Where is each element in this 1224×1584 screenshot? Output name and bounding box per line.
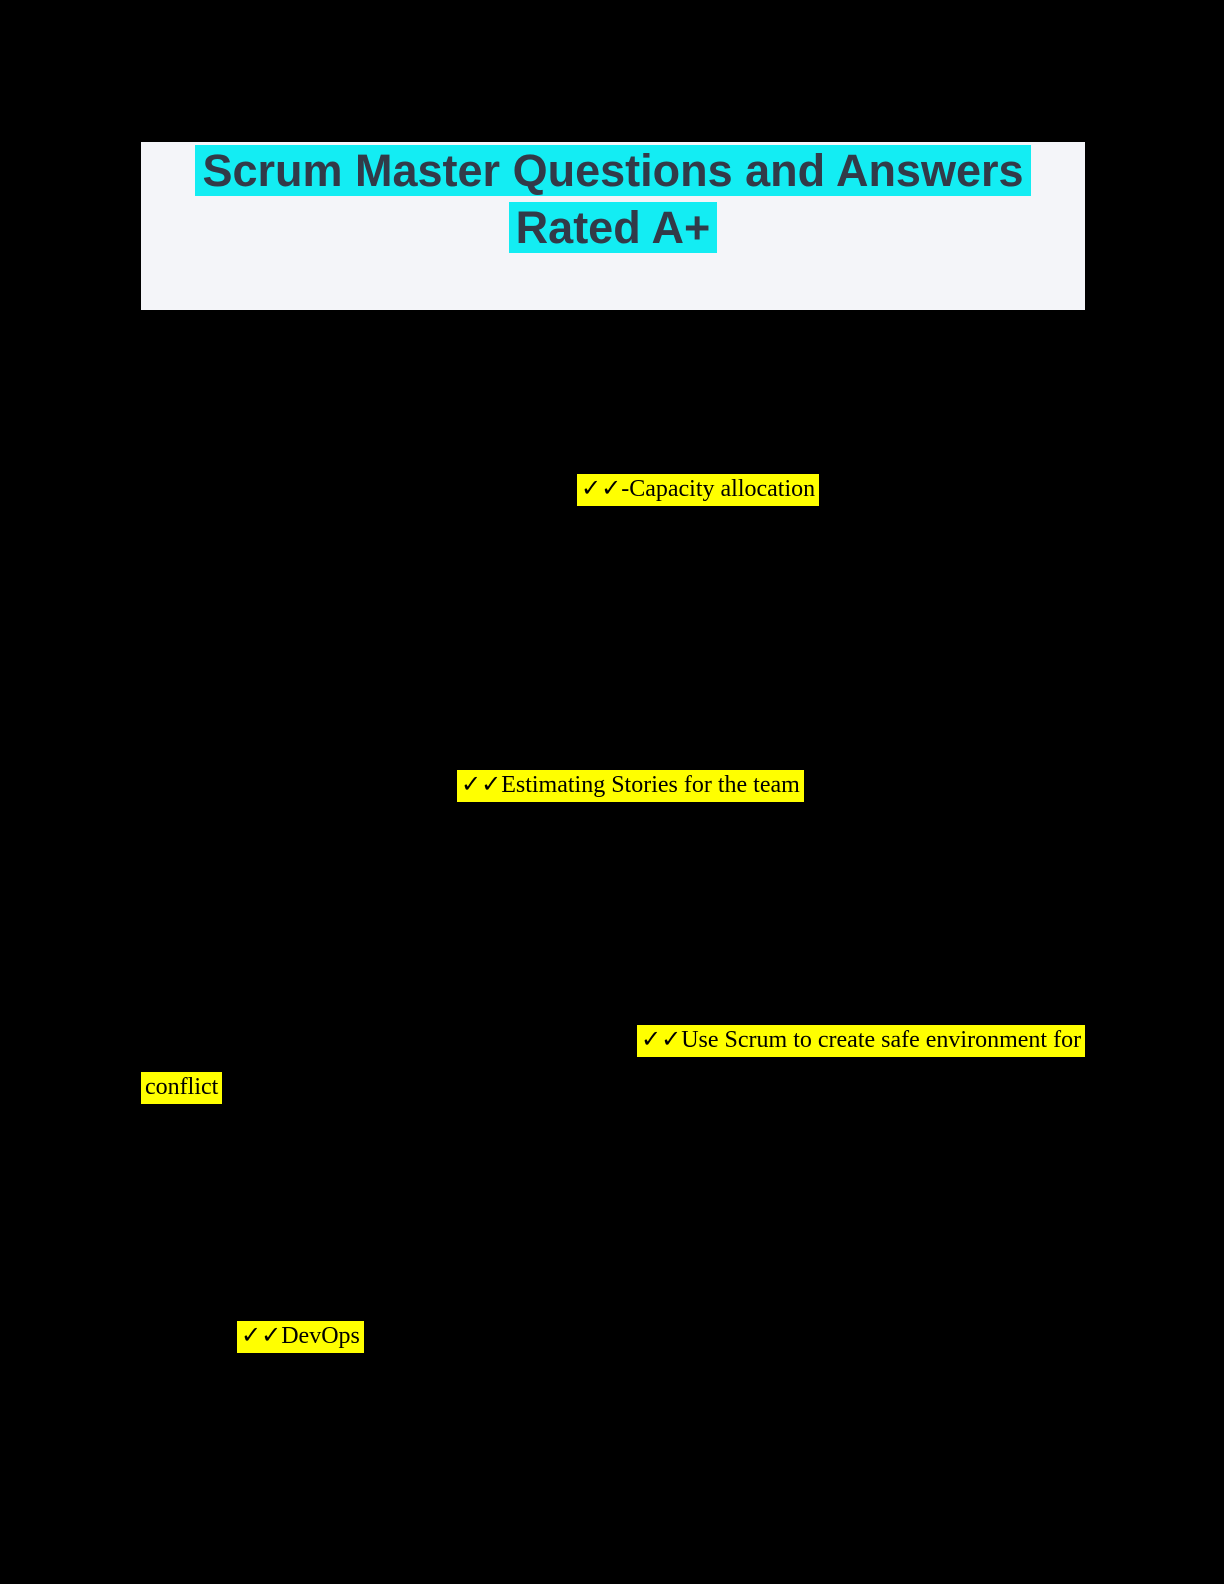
title-line-1: Scrum Master Questions and Answers <box>195 145 1031 196</box>
highlighted-answer-safe-environment: ✓✓Use Scrum to create safe environment f… <box>637 1025 1086 1057</box>
title-line-2: Rated A+ <box>508 202 718 253</box>
highlighted-answer-devops: ✓✓DevOps <box>237 1321 364 1353</box>
highlighted-answer-conflict-wrap: conflict <box>141 1072 223 1104</box>
highlighted-answer-capacity-allocation: ✓✓-Capacity allocation <box>577 474 820 506</box>
highlighted-answer-estimating-stories: ✓✓Estimating Stories for the team <box>457 770 804 802</box>
document-title: Scrum Master Questions and Answers Rated… <box>141 142 1085 256</box>
title-banner: Scrum Master Questions and Answers Rated… <box>141 142 1085 310</box>
